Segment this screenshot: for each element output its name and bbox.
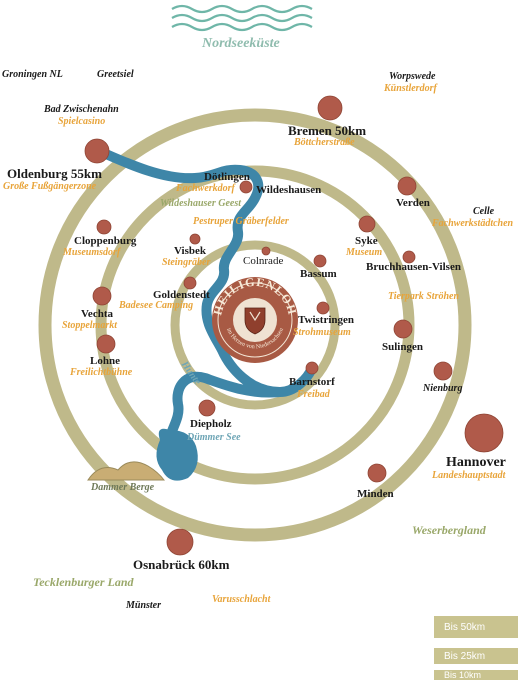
sub-barnstorf: Freibad	[297, 389, 330, 400]
city-syke[interactable]: Syke	[355, 235, 378, 247]
dot-barnstorf[interactable]	[305, 361, 319, 375]
city-bremen[interactable]: Bremen 50km	[288, 123, 367, 138]
city-groningen[interactable]: Groningen NL	[2, 69, 63, 80]
city-bruchhausen[interactable]: Bruchhausen-Vilsen	[366, 261, 461, 273]
dot-oldenburg[interactable]	[84, 138, 110, 164]
dot-osnabrueck[interactable]	[166, 528, 194, 556]
ring-10km	[170, 240, 340, 410]
landscape-tecklenburg: Tecklenburger Land	[33, 575, 134, 589]
legend-25km: Bis 25km	[434, 648, 518, 664]
dot-minden[interactable]	[367, 463, 387, 483]
sub-doetlingen: Fachwerkdorf	[176, 183, 235, 194]
sub-bremen: Böttcherstraße	[294, 137, 355, 148]
city-celle[interactable]: Celle	[473, 206, 495, 217]
dot-hannover[interactable]	[464, 413, 504, 453]
city-greetsiel[interactable]: Greetsiel	[97, 69, 134, 80]
sub-vechta: Stoppelmarkt	[62, 320, 118, 331]
dot-sulingen[interactable]	[393, 319, 413, 339]
sub-worpswede: Künstlerdorf	[384, 83, 437, 94]
sub-varusschlacht: Varusschlacht	[212, 594, 271, 605]
city-muenster[interactable]: Münster	[126, 600, 162, 611]
dot-cloppenburg[interactable]	[96, 219, 112, 235]
sub-pestrup: Pestruper Gräberfelder	[193, 216, 289, 227]
dot-nienburg[interactable]	[433, 361, 453, 381]
sub-hannover: Landeshauptstadt	[432, 470, 506, 481]
dot-twistringen[interactable]	[316, 301, 330, 315]
city-nienburg[interactable]: Nienburg	[423, 383, 463, 394]
sub-badesee: Badesee Camping	[119, 300, 194, 311]
city-goldenstedt[interactable]: Goldenstedt	[153, 289, 210, 301]
city-barnstorf[interactable]: Barnstorf	[289, 376, 335, 388]
sub-oldenburg: Große Fußgängerzone	[3, 181, 97, 192]
dot-syke[interactable]	[358, 215, 376, 233]
city-bassum[interactable]: Bassum	[300, 268, 337, 280]
dot-goldenstedt[interactable]	[183, 276, 197, 290]
dot-visbek[interactable]	[189, 233, 201, 245]
sub-visbek: Steingräber	[162, 257, 211, 268]
city-diepholz[interactable]: Diepholz	[190, 418, 232, 430]
lake-label: Dümmer See	[187, 432, 241, 443]
landscape-weserbergland: Weserbergland	[412, 523, 486, 537]
city-twistringen[interactable]: Twistringen	[298, 314, 355, 326]
sub-cloppenburg: Museumsdorf	[63, 247, 121, 258]
dot-vechta[interactable]	[92, 286, 112, 306]
sub-lohne: Freilichtbühne	[70, 367, 133, 378]
city-cloppenburg[interactable]: Cloppenburg	[74, 235, 137, 247]
city-verden[interactable]: Verden	[396, 197, 430, 209]
city-wildeshausen[interactable]: Wildeshausen	[256, 184, 322, 196]
ring-50km	[38, 108, 472, 542]
dot-colnrade[interactable]	[261, 246, 271, 256]
duemmer-see-lake	[156, 428, 198, 481]
city-vechta[interactable]: Vechta	[81, 308, 113, 320]
sub-twistringen: Strohmuseum	[293, 327, 351, 338]
city-osnabrueck[interactable]: Osnabrück 60km	[133, 557, 230, 572]
sub-celle: Fachwerkstädtchen	[432, 218, 514, 229]
legend-10km: Bis 10km	[434, 670, 518, 680]
city-lohne[interactable]: Lohne	[90, 355, 120, 367]
city-bad-zwischenahn[interactable]: Bad Zwischenahn	[44, 104, 119, 115]
sub-bad-zwischenahn: Spielcasino	[58, 116, 106, 127]
dot-bremen[interactable]	[317, 95, 343, 121]
landscape-geest: Wildeshauser Geest	[160, 198, 242, 209]
city-doetlingen[interactable]: Dötlingen	[204, 171, 250, 183]
city-worpswede[interactable]: Worpswede	[389, 71, 436, 82]
dot-diepholz[interactable]	[198, 399, 216, 417]
sub-tierpark: Tierpark Ströhen	[388, 291, 460, 302]
dammer-berge-hill	[87, 461, 166, 481]
city-colnrade[interactable]: Colnrade	[243, 255, 284, 267]
legend-50km: Bis 50km	[434, 616, 518, 638]
dot-doetlingen[interactable]	[239, 180, 253, 194]
sea-waves-icon	[171, 4, 313, 32]
dot-bruchhausen[interactable]	[402, 250, 416, 264]
city-oldenburg[interactable]: Oldenburg 55km	[7, 166, 102, 181]
dot-verden[interactable]	[397, 176, 417, 196]
dot-bassum[interactable]	[313, 254, 327, 268]
hunte-river	[92, 145, 317, 445]
landscape-dammer: Dammer Berge	[91, 482, 155, 493]
sea-label: Nordseeküste	[202, 36, 280, 51]
city-minden[interactable]: Minden	[357, 488, 394, 500]
city-visbek[interactable]: Visbek	[174, 245, 206, 257]
city-sulingen[interactable]: Sulingen	[382, 341, 423, 353]
sub-syke: Museum	[346, 247, 383, 258]
dot-lohne[interactable]	[96, 334, 116, 354]
city-hannover[interactable]: Hannover	[446, 455, 506, 470]
